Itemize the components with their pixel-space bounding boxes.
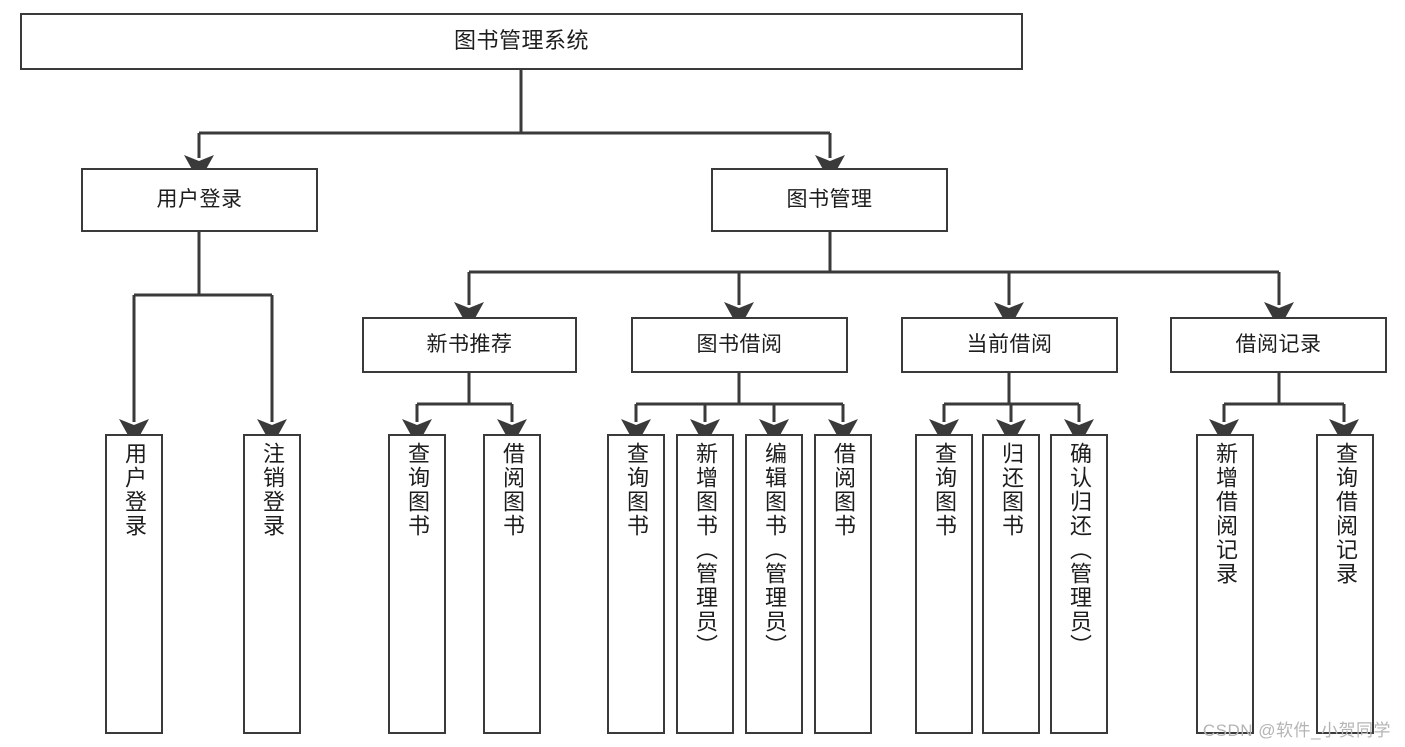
leaf-logout[interactable]: 注销登录 (243, 434, 301, 734)
node-borrow-record[interactable]: 借阅记录 (1170, 317, 1387, 373)
leaf-record-add-record[interactable]: 新增借阅记录 (1196, 434, 1254, 734)
node-label: 查询图书 (932, 442, 957, 538)
node-label: 新书推荐 (426, 333, 513, 357)
node-current-borrow[interactable]: 当前借阅 (901, 317, 1118, 373)
node-label: 当前借阅 (966, 333, 1053, 357)
node-label: 图书管理系统 (453, 28, 589, 54)
leaf-borrow-query-book[interactable]: 查询图书 (607, 434, 665, 734)
node-label: 查询图书 (624, 442, 649, 538)
csdn-watermark: CSDN @软件_小贺同学 (1202, 721, 1391, 740)
leaf-current-return-book[interactable]: 归还图书 (982, 434, 1040, 734)
node-label: 确认归还（管理员） (1067, 442, 1092, 658)
node-label: 借阅图书 (500, 442, 525, 538)
node-label: 图书管理 (786, 188, 873, 212)
node-label: 编辑图书（管理员） (762, 442, 787, 658)
leaf-recommend-query-book[interactable]: 查询图书 (388, 434, 446, 734)
node-label: 用户登录 (156, 188, 243, 212)
node-root-system[interactable]: 图书管理系统 (20, 13, 1023, 70)
node-label: 归还图书 (999, 442, 1024, 538)
leaf-recommend-borrow-book[interactable]: 借阅图书 (483, 434, 541, 734)
leaf-borrow-edit-book[interactable]: 编辑图书（管理员） (745, 434, 803, 734)
node-label: 查询借阅记录 (1333, 442, 1358, 586)
node-label: 借阅记录 (1235, 333, 1322, 357)
node-label: 注销登录 (260, 442, 285, 538)
node-label: 新增图书（管理员） (693, 442, 718, 658)
node-user-login[interactable]: 用户登录 (81, 168, 318, 232)
node-book-management[interactable]: 图书管理 (711, 168, 948, 232)
node-label: 图书借阅 (696, 333, 783, 357)
node-book-borrow[interactable]: 图书借阅 (631, 317, 848, 373)
leaf-current-confirm-return[interactable]: 确认归还（管理员） (1050, 434, 1108, 734)
leaf-user-login[interactable]: 用户登录 (105, 434, 163, 734)
node-label: 查询图书 (405, 442, 430, 538)
leaf-current-query-book[interactable]: 查询图书 (915, 434, 973, 734)
leaf-record-query-record[interactable]: 查询借阅记录 (1316, 434, 1374, 734)
leaf-borrow-borrow-book[interactable]: 借阅图书 (814, 434, 872, 734)
node-label: 用户登录 (122, 442, 147, 538)
node-label: 新增借阅记录 (1213, 442, 1238, 586)
node-new-book-recommend[interactable]: 新书推荐 (362, 317, 577, 373)
node-label: 借阅图书 (831, 442, 856, 538)
leaf-borrow-add-book[interactable]: 新增图书（管理员） (676, 434, 734, 734)
